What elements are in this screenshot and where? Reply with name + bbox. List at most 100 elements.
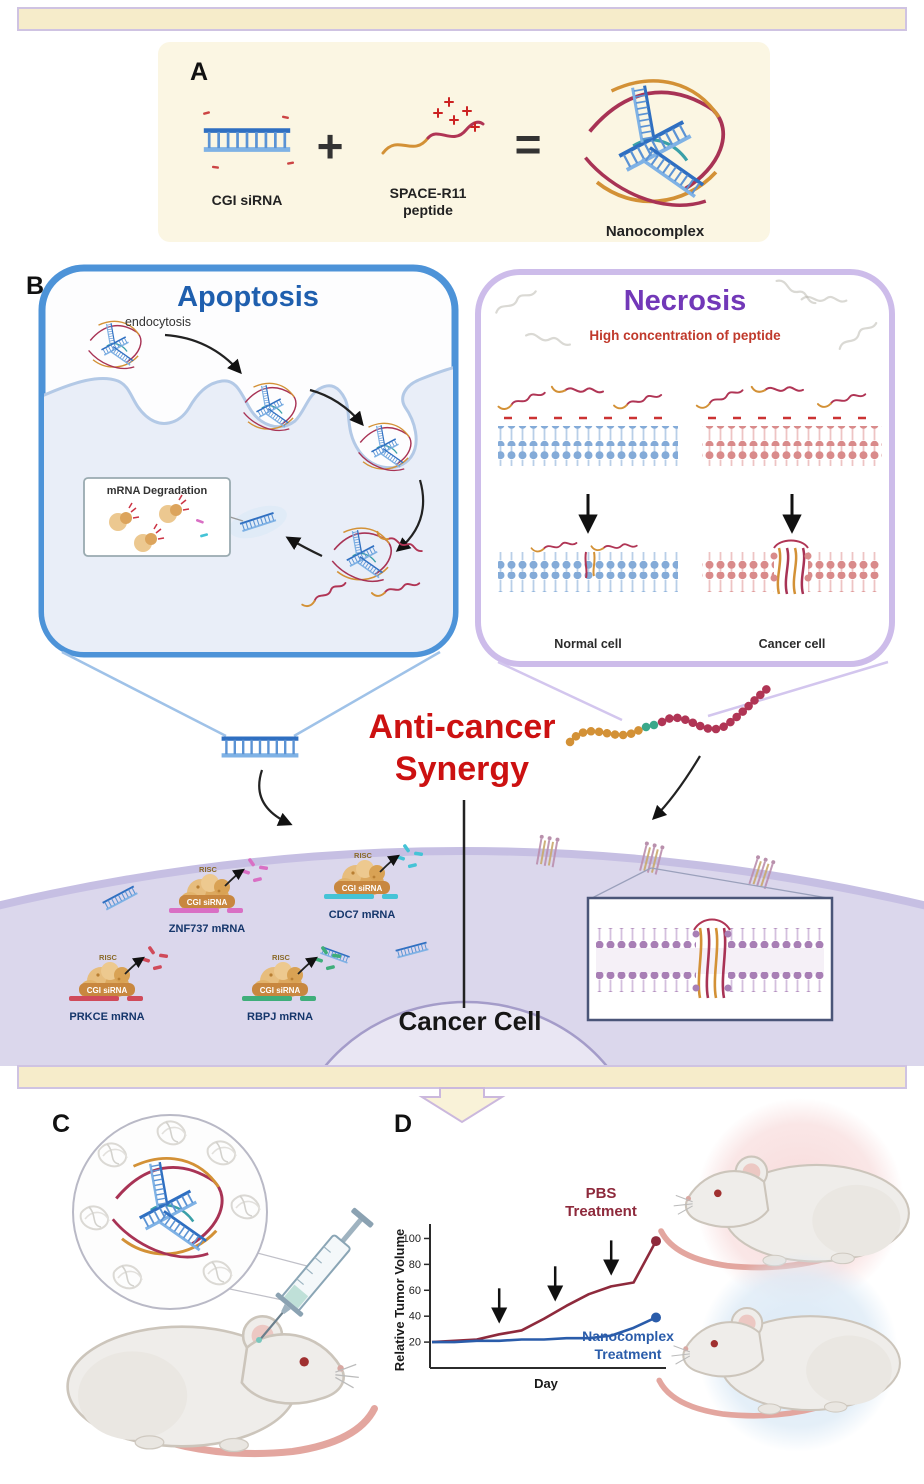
cell-plasma-membrane [0, 847, 924, 910]
y-axis-title: Relative Tumor Volume [392, 1229, 407, 1372]
cancer-cell-label: Cancer cell [759, 637, 826, 651]
down-arrow-icon [418, 1087, 506, 1124]
mrna-degradation-box: mRNA Degradation [83, 477, 231, 557]
sirna-band [334, 881, 390, 894]
necrosis-box: Necrosis High concentration of peptide [475, 269, 895, 667]
risc-label: RISC [99, 953, 118, 962]
mrna-strand-fragments [69, 946, 169, 1001]
nano-series-label-line2: Treatment [595, 1346, 662, 1362]
endocytosis-arrow [164, 333, 242, 375]
top-divider-bar [17, 7, 907, 31]
sirna-band-label: CGI siRNA [187, 898, 228, 907]
cancer-membrane-intact [702, 426, 882, 466]
sirna-release-arrow [285, 536, 323, 557]
normal-membrane-intact [498, 426, 678, 466]
necrosis-title: Necrosis [624, 285, 747, 317]
apoptosis-funnel-right [293, 650, 441, 738]
cleavage-arrow [124, 956, 145, 975]
degrading-risc-2 [159, 494, 190, 523]
sirna-band-label: CGI siRNA [87, 986, 128, 995]
normal-membrane-after [498, 539, 678, 592]
result-mice [659, 1098, 909, 1452]
svg-text:80: 80 [409, 1259, 421, 1271]
synergy-title-line2: Synergy [395, 750, 529, 788]
nano-series-label-line1: Nanocomplex [582, 1328, 674, 1344]
degrading-risc-3 [134, 523, 165, 552]
pbs-series-label-line1: PBS [586, 1185, 617, 1202]
inset-connector-left [591, 867, 652, 899]
necrosis-funnel-left [497, 660, 623, 722]
peptide-to-cell-arrow [651, 755, 701, 821]
pbs-series-label-line2: Treatment [565, 1203, 637, 1220]
apoptosis-title: Apoptosis [177, 281, 319, 313]
risc-label: RISC [199, 865, 218, 874]
mrna-degradation-frame [83, 477, 231, 557]
sirna-illustration [203, 111, 295, 169]
peptide-illustration [381, 97, 485, 155]
funneled-sirna [222, 739, 299, 756]
cytoplasm-fill [44, 367, 453, 652]
target-mrna-label: PRKCE mRNA [69, 1011, 144, 1023]
panel-a-background [158, 42, 770, 242]
normal-cell-label: Normal cell [554, 637, 621, 651]
cleavage-arrow [379, 854, 400, 873]
funneled-peptide-beads [565, 683, 773, 747]
cancer-cell-title: Cancer Cell [398, 1006, 541, 1036]
risc-complex-rbpj: RISC CGI siRNA RBPJ mRNA [242, 946, 342, 1023]
cleavage-arrow [297, 956, 318, 975]
x-axis-title: Day [534, 1376, 559, 1391]
panel-c: C [52, 1110, 379, 1454]
risc-complex-cdc7: RISC CGI siRNA CDC7 mRNA [324, 844, 424, 921]
risc-label: RISC [272, 953, 291, 962]
sirna-band [79, 983, 135, 996]
nucleus [323, 1000, 609, 1066]
panel-a: A CGI siRNA + SPACE-R11 peptide = Nanoco… [158, 42, 770, 242]
inset-connector-right [650, 867, 829, 899]
internalization-arrow [309, 388, 364, 427]
sirna-to-cell-arrow [258, 769, 293, 826]
plus-operator: + [317, 120, 344, 172]
apoptosis-box: mRNA Degradation Apoptosis endocytosis [38, 264, 459, 658]
equals-operator: = [515, 118, 542, 170]
necrosis-subtitle: High concentration of peptide [589, 328, 781, 343]
peptide-label-line2: peptide [403, 202, 453, 218]
connector-line [229, 516, 244, 522]
svg-text:40: 40 [409, 1311, 421, 1323]
apoptosis-funnel-left [61, 650, 227, 738]
synergy-zone: Anti-cancer Synergy [61, 650, 889, 826]
pore-inset [586, 867, 834, 1022]
risc-complex-znf737: RISC CGI siRNA ZNF737 mRNA [169, 858, 269, 935]
middle-divider-bar [17, 1065, 907, 1089]
svg-text:60: 60 [409, 1285, 421, 1297]
synergy-title-line1: Anti-cancer [368, 708, 555, 746]
tumor-volume-chart: 20 40 60 80 100 [403, 1224, 666, 1369]
cancer-cell-section: RISC CGI siRNA ZNF737 mRNA RISC CGI siRN… [0, 800, 924, 1066]
svg-text:20: 20 [409, 1337, 421, 1349]
cell-membrane-line [44, 365, 453, 470]
sirna-band [252, 983, 308, 996]
risc-complex-prkce: RISC CGI siRNA PRKCE mRNA [69, 946, 169, 1023]
panel-b-label: B [26, 272, 44, 300]
target-mrna-label: RBPJ mRNA [247, 1011, 313, 1023]
sirna-band [179, 895, 235, 908]
panel-a-label: A [190, 58, 208, 86]
peptide-label-line1: SPACE-R11 [390, 185, 467, 201]
mrna-strand-fragments [169, 858, 269, 913]
sirna-label: CGI siRNA [212, 192, 283, 208]
cleavage-arrow [224, 868, 245, 887]
mrna-strand-fragments [242, 946, 342, 1001]
target-mrna-label: CDC7 mRNA [329, 909, 396, 921]
degrading-risc-1 [109, 502, 140, 531]
cancer-membrane-pore [702, 539, 880, 595]
endocytosis-label: endocytosis [125, 315, 191, 329]
injection-drop [256, 1337, 262, 1343]
svg-text:100: 100 [403, 1233, 421, 1245]
injected-mouse [68, 1316, 375, 1453]
panel-c-label: C [52, 1110, 70, 1138]
necrosis-funnel-right [707, 660, 889, 718]
nanocomplex-label: Nanocomplex [606, 223, 705, 240]
apoptosis-interior: mRNA Degradation [44, 321, 453, 652]
